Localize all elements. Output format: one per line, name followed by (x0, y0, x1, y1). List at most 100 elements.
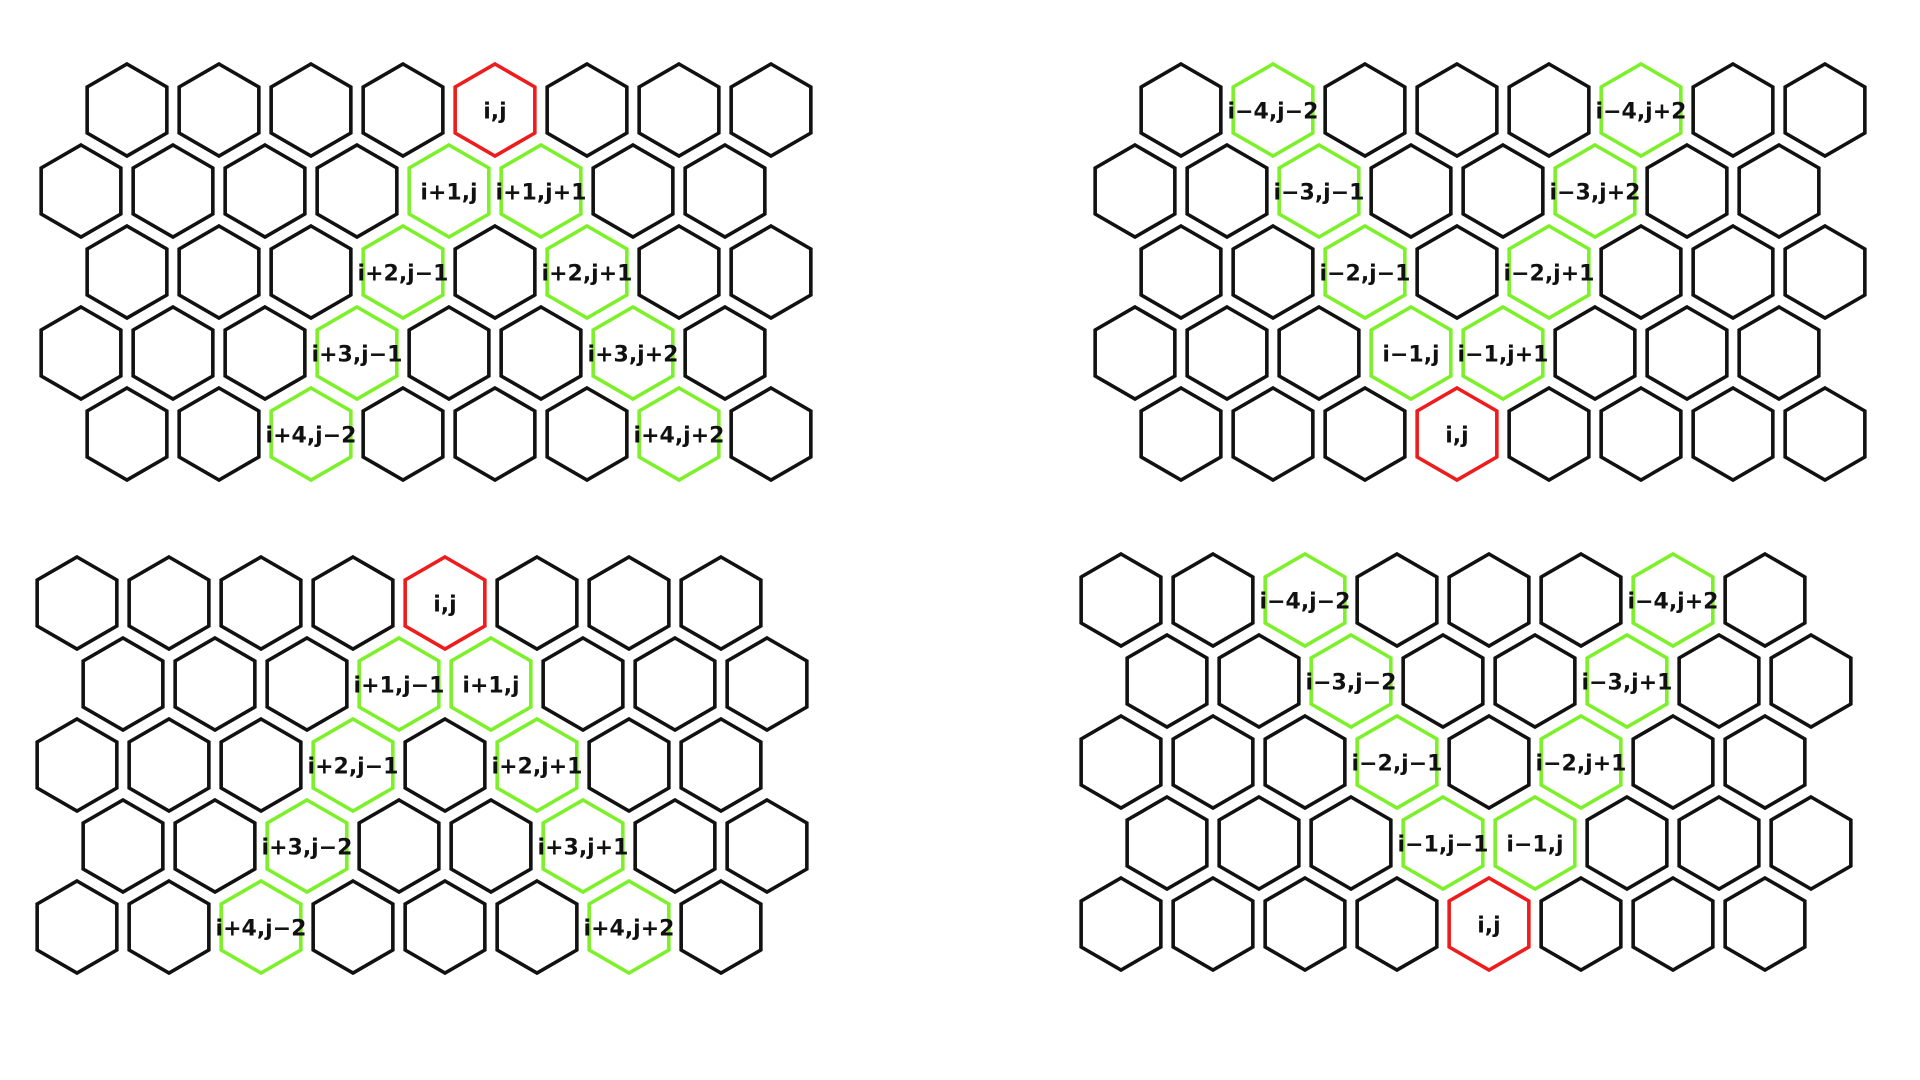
neighbor-cells (269, 142, 721, 483)
hex-cell (449, 797, 533, 895)
hex-cell (453, 223, 537, 321)
neighbor-cell-label: i−2,j−1 (1320, 262, 1411, 287)
neighbor-hex-cell (407, 142, 491, 240)
neighbor-hex-cell (591, 304, 675, 402)
neighbor-cell-label: i+4,j+2 (634, 424, 725, 449)
hex-cell (495, 554, 579, 652)
hex-cell (407, 304, 491, 402)
neighbor-hex-cell (1263, 551, 1347, 649)
hex-cell (679, 716, 763, 814)
neighbor-cell-label: i−4,j+2 (1628, 590, 1719, 615)
grid-cells (1093, 61, 1867, 483)
neighbor-hex-cell (311, 716, 395, 814)
neighbor-hex-cell (1461, 304, 1545, 402)
hex-cell (1231, 223, 1315, 321)
neighbor-hex-cell (361, 223, 445, 321)
hex-cell (361, 385, 445, 483)
hex-cell (269, 223, 353, 321)
hex-cell (1079, 713, 1163, 811)
neighbor-cell-label: i+3,j+2 (588, 343, 679, 368)
neighbor-cell-label: i+1,j (462, 674, 519, 699)
neighbor-cell-label: i−2,j+1 (1536, 752, 1627, 777)
neighbor-cell-label: i−4,j+2 (1596, 100, 1687, 125)
neighbor-hex-cell (1585, 632, 1669, 730)
hex-cell (1691, 61, 1775, 159)
hex-cell (633, 797, 717, 895)
neighbor-cells (1231, 61, 1683, 402)
hex-cell (453, 385, 537, 483)
neighbor-cell-label: i+1,j (420, 181, 477, 206)
neighbor-cell-label: i−2,j+1 (1504, 262, 1595, 287)
hex-cell (1461, 142, 1545, 240)
hex-cell (311, 554, 395, 652)
hex-cell (545, 61, 629, 159)
hex-cell (1185, 304, 1269, 402)
neighbor-cell-label: i−1,j (1382, 343, 1439, 368)
neighbor-cell-label: i+3,j−2 (262, 836, 353, 861)
hex-cell (1079, 875, 1163, 973)
origin-hex-cell (453, 61, 537, 159)
hex-cell (1263, 713, 1347, 811)
hex-cell (1323, 385, 1407, 483)
origin-cell-label: i,j (1477, 914, 1500, 939)
neighbor-hex-cell (1539, 713, 1623, 811)
hex-cell (177, 223, 261, 321)
neighbor-cell-label: i+2,j+1 (492, 755, 583, 780)
neighbor-hex-cell (449, 635, 533, 733)
grid-cells (39, 61, 813, 483)
hex-cell (219, 554, 303, 652)
neighbor-cell-label: i+3,j+1 (538, 836, 629, 861)
hex-cell (541, 635, 625, 733)
hex-cell (1691, 385, 1775, 483)
hex-cell (269, 61, 353, 159)
hex-cell (679, 878, 763, 976)
hex-cell (725, 635, 809, 733)
hex-cell (1447, 551, 1531, 649)
hex-cell (729, 61, 813, 159)
hex-cell (1125, 632, 1209, 730)
hex-cell (35, 554, 119, 652)
hex-cell (219, 716, 303, 814)
neighbor-hex-cell (637, 385, 721, 483)
hex-cell (1369, 142, 1453, 240)
neighbor-cell-label: i−1,j+1 (1458, 343, 1549, 368)
hex-cell (81, 797, 165, 895)
neighbor-cell-label: i+2,j+1 (542, 262, 633, 287)
hex-cell (1783, 385, 1867, 483)
neighbor-hex-cell (1599, 61, 1683, 159)
hex-cell (1171, 713, 1255, 811)
hex-cell (1231, 385, 1315, 483)
neighbor-cell-label: i+4,j+2 (584, 917, 675, 942)
hex-cell (1645, 142, 1729, 240)
hex-cell (39, 304, 123, 402)
neighbor-cell-label: i+2,j−1 (358, 262, 449, 287)
neighbor-cell-label: i+4,j−2 (266, 424, 357, 449)
neighbor-cell-label: i−3,j+2 (1550, 181, 1641, 206)
neighbor-hex-cell (1553, 142, 1637, 240)
hex-cell (1355, 875, 1439, 973)
hex-cell (131, 142, 215, 240)
hex-cell (127, 878, 211, 976)
neighbor-hex-cell (1323, 223, 1407, 321)
hex-cell (85, 385, 169, 483)
hex-cell (679, 554, 763, 652)
neighbor-hex-cell (1493, 794, 1577, 892)
hex-cell (1507, 385, 1591, 483)
hex-cell (587, 554, 671, 652)
neighbor-hex-cell (357, 635, 441, 733)
hex-cell (637, 223, 721, 321)
hex-cell (637, 61, 721, 159)
hex-cell (1263, 875, 1347, 973)
hex-cell (1447, 713, 1531, 811)
hex-cell (127, 716, 211, 814)
neighbor-cell-label: i−1,j (1506, 833, 1563, 858)
hex-cell (1769, 794, 1853, 892)
hex-cell (403, 878, 487, 976)
neighbor-cell-label: i−3,j−1 (1274, 181, 1365, 206)
hex-cell (725, 797, 809, 895)
neighbor-cell-label: i+4,j−2 (216, 917, 307, 942)
neighbor-cell-label: i−3,j+1 (1582, 671, 1673, 696)
